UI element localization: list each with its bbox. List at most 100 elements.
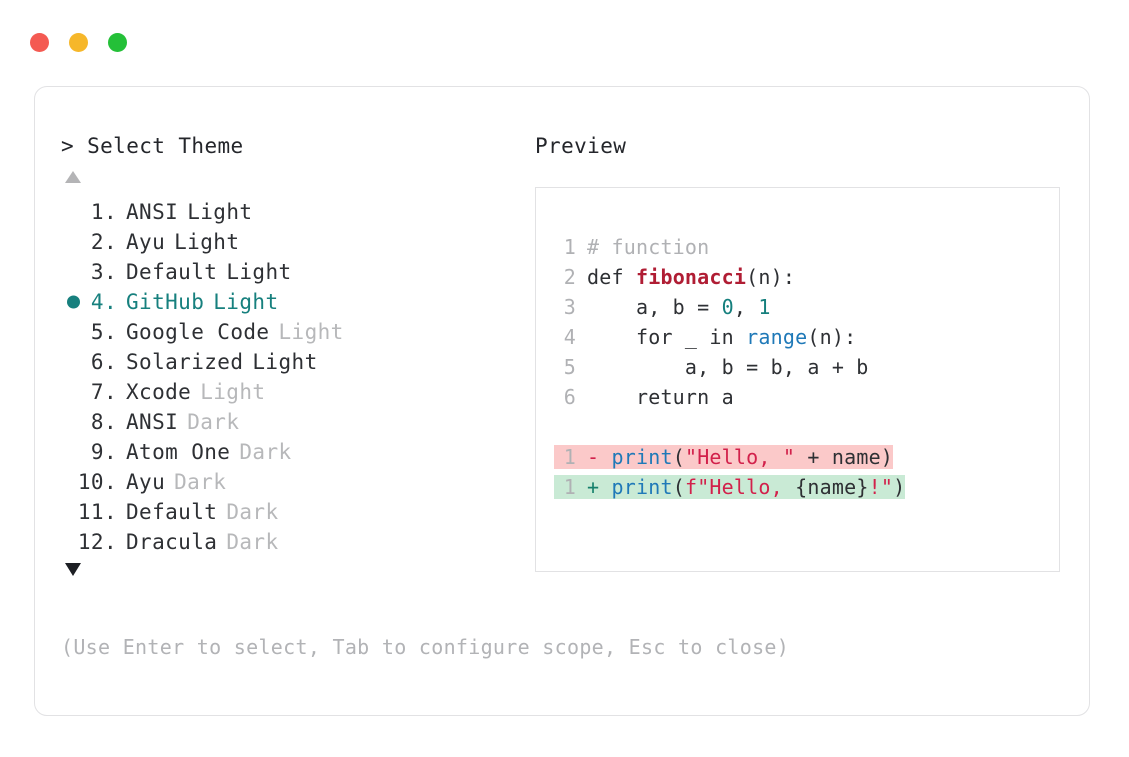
diff-highlight: 1- print("Hello, " + name) bbox=[554, 445, 894, 469]
preview-title: Preview bbox=[535, 134, 627, 158]
code-token: 1 bbox=[758, 295, 771, 319]
theme-item-name: Default bbox=[126, 260, 218, 284]
line-number: 1 bbox=[563, 475, 576, 499]
code-line: 5 a, b = b, a + b bbox=[554, 352, 905, 382]
theme-item-variant: Dark bbox=[239, 440, 292, 464]
theme-item-number: 10. bbox=[77, 470, 117, 494]
close-button[interactable] bbox=[30, 33, 49, 52]
theme-list-item[interactable]: 6. Solarized Light bbox=[61, 347, 531, 377]
line-number: 5 bbox=[563, 355, 576, 379]
code-token: # function bbox=[587, 235, 710, 259]
theme-item-name: ANSI bbox=[126, 200, 179, 224]
diff-sign: - bbox=[587, 445, 612, 469]
theme-item-name: Solarized bbox=[126, 350, 244, 374]
theme-item-variant: Dark bbox=[226, 530, 279, 554]
code-line: 6 return a bbox=[554, 382, 905, 412]
theme-item-name: GitHub bbox=[126, 290, 205, 314]
theme-item-name: Dracula bbox=[126, 530, 218, 554]
theme-item-number: 3. bbox=[90, 260, 117, 284]
theme-item-variant: Light bbox=[278, 320, 344, 344]
code-spacer bbox=[554, 412, 905, 442]
diff-line: 1- print("Hello, " + name) bbox=[554, 442, 905, 472]
scroll-up-arrow-icon[interactable] bbox=[65, 171, 81, 183]
theme-item-variant: Light bbox=[213, 290, 279, 314]
theme-item-name: ANSI bbox=[126, 410, 179, 434]
maximize-button[interactable] bbox=[108, 33, 127, 52]
theme-item-number: 1. bbox=[90, 200, 117, 224]
theme-item-variant: Light bbox=[187, 200, 253, 224]
theme-list-item[interactable]: 8. ANSI Dark bbox=[61, 407, 531, 437]
code-token: a, b = bbox=[587, 295, 722, 319]
code-token: fibonacci bbox=[635, 265, 747, 289]
theme-item-number: 9. bbox=[90, 440, 117, 464]
keyboard-hint: (Use Enter to select, Tab to configure s… bbox=[61, 635, 790, 659]
theme-list-item[interactable]: 5. Google Code Light bbox=[61, 317, 531, 347]
theme-item-number: 2. bbox=[90, 230, 117, 254]
minimize-button[interactable] bbox=[69, 33, 88, 52]
window-traffic-lights bbox=[30, 33, 127, 52]
code-token: return a bbox=[587, 385, 734, 409]
code-token: for _ in bbox=[587, 325, 747, 349]
theme-item-name: Atom One bbox=[126, 440, 231, 464]
code-token: (n): bbox=[807, 325, 857, 349]
theme-list-item[interactable]: 12. Dracula Dark bbox=[61, 527, 531, 557]
scroll-down-arrow-icon[interactable] bbox=[65, 563, 81, 576]
code-line: 2 def fibonacci(n): bbox=[554, 262, 905, 292]
theme-item-name: Ayu bbox=[126, 470, 166, 494]
code-token: (n): bbox=[746, 265, 796, 289]
code-token: ) bbox=[893, 475, 906, 499]
theme-list-item[interactable]: 7. Xcode Light bbox=[61, 377, 531, 407]
theme-item-name: Xcode bbox=[126, 380, 192, 404]
theme-item-number: 6. bbox=[90, 350, 117, 374]
theme-item-number: 12. bbox=[77, 530, 117, 554]
theme-list-item[interactable]: 3. Default Light bbox=[61, 257, 531, 287]
code-line: 4 for _ in range(n): bbox=[554, 322, 905, 352]
theme-item-number: 11. bbox=[77, 500, 117, 524]
theme-item-number: 7. bbox=[90, 380, 117, 404]
diff-line: 1+ print(f"Hello, {name}!") bbox=[554, 472, 906, 502]
theme-item-number: 5. bbox=[90, 320, 117, 344]
diff-sign: + bbox=[587, 475, 612, 499]
theme-item-variant: Dark bbox=[187, 410, 240, 434]
code-token: f"Hello, bbox=[684, 475, 796, 499]
line-number: 4 bbox=[563, 325, 576, 349]
code-line: 1# function bbox=[554, 232, 905, 262]
code-token: print bbox=[611, 475, 673, 499]
theme-item-variant: Light bbox=[200, 380, 266, 404]
code-token: print bbox=[611, 445, 673, 469]
code-token: "Hello, " bbox=[684, 445, 796, 469]
code-token: ( bbox=[672, 475, 685, 499]
code-token: def bbox=[587, 265, 636, 289]
code-token: range bbox=[746, 325, 808, 349]
theme-item-variant: Light bbox=[174, 230, 240, 254]
code-token: 0 bbox=[721, 295, 734, 319]
code-token: !" bbox=[868, 475, 894, 499]
code-token: a, b = b, a + b bbox=[587, 355, 869, 379]
page-title: > Select Theme bbox=[61, 134, 244, 158]
code-token: ( bbox=[672, 445, 685, 469]
theme-list-item[interactable]: 9. Atom One Dark bbox=[61, 437, 531, 467]
code-token: + name) bbox=[795, 445, 894, 469]
line-number: 2 bbox=[563, 265, 576, 289]
line-number: 3 bbox=[563, 295, 576, 319]
code-token: , bbox=[733, 295, 759, 319]
theme-item-number: 8. bbox=[90, 410, 117, 434]
theme-item-variant: Light bbox=[226, 260, 292, 284]
theme-list-item[interactable]: 1. ANSI Light bbox=[61, 197, 531, 227]
selected-bullet-icon bbox=[67, 295, 80, 309]
theme-item-variant: Light bbox=[252, 350, 318, 374]
theme-item-name: Default bbox=[126, 500, 218, 524]
theme-item-name: Google Code bbox=[126, 320, 270, 344]
line-number: 1 bbox=[563, 445, 576, 469]
diff-highlight: 1+ print(f"Hello, {name}!") bbox=[554, 475, 906, 499]
